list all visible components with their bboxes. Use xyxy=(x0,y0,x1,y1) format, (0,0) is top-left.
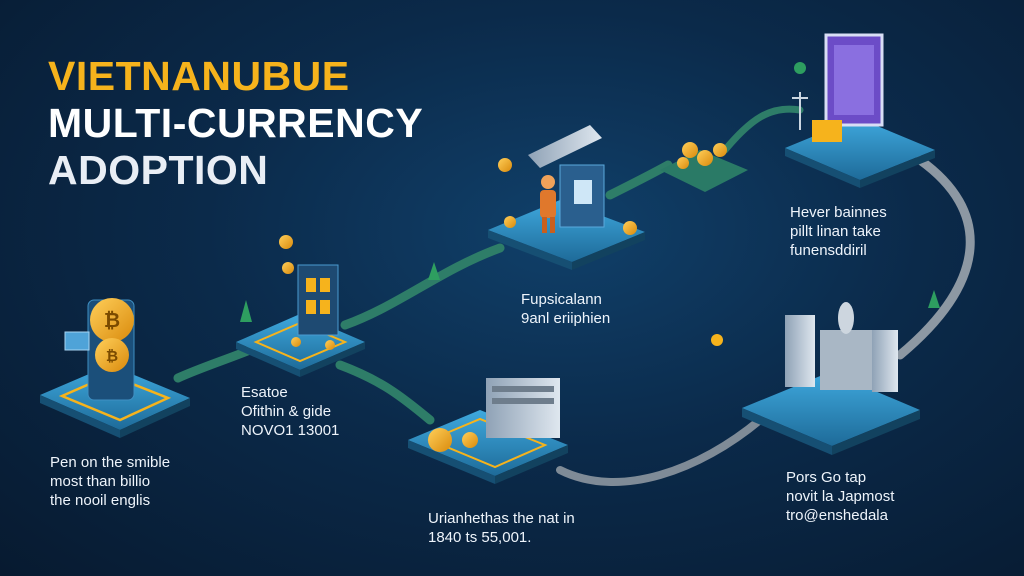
path-5-6 xyxy=(895,155,975,360)
caption-stage-2: Esatoe Ofithin & gide NOVO1 13001 xyxy=(241,383,339,440)
title-line-2: MULTI-CURRENCY xyxy=(48,100,424,146)
connection-paths xyxy=(173,105,975,486)
caption-line: novit la Japmost xyxy=(786,488,895,505)
stage-6-platform xyxy=(742,302,920,455)
stage-4-platform xyxy=(660,142,748,192)
caption-line: Fupsicalann xyxy=(521,291,602,308)
caption-line: Pen on the smible xyxy=(50,454,171,471)
caption-line: most than billio xyxy=(50,473,151,490)
path-4-5 xyxy=(721,105,804,154)
caption-line: 9anl eriiphien xyxy=(521,310,611,327)
path-1-2 xyxy=(173,345,255,383)
caption-line: Urianhethas the nat in xyxy=(428,510,575,527)
stage-3-platform xyxy=(488,125,645,270)
title-line-3: ADOPTION xyxy=(48,147,269,193)
person-icon xyxy=(540,175,556,233)
caption-line: NOVO1 13001 xyxy=(241,422,340,439)
path-2-low xyxy=(335,360,435,425)
antenna-icon xyxy=(792,92,808,130)
caption-line: Pors Go tap xyxy=(786,469,867,486)
stage-5-platform xyxy=(785,33,935,188)
caption-stage-low: Urianhethas the nat in 1840 ts 55,001. xyxy=(428,509,575,547)
title-line-1: VIETNANUBUE xyxy=(48,53,350,99)
caption-line: Esatoe xyxy=(241,384,288,401)
caption-line: pillt linan take xyxy=(790,223,881,240)
caption-line: Ofithin & gide xyxy=(241,403,332,420)
caption-line: funensddiril xyxy=(790,242,867,259)
caption-line: tro@enshedala xyxy=(786,507,888,524)
bitcoin-coin-icon: ₿ ₿ xyxy=(90,298,134,372)
spark-icon xyxy=(711,334,723,346)
stage-1-platform: ₿ ₿ xyxy=(40,298,190,438)
path-3-4 xyxy=(605,160,673,200)
svg-text:₿: ₿ xyxy=(106,347,118,365)
plant-icon xyxy=(240,262,940,322)
caption-stage-5: Hever bainnes pillt linan take funensddi… xyxy=(790,203,887,260)
svg-text:₿: ₿ xyxy=(104,308,120,332)
caption-stage-1: Pen on the smible most than billio the n… xyxy=(50,453,170,510)
caption-line: Hever bainnes xyxy=(790,204,887,221)
path-2-3 xyxy=(340,243,505,330)
path-low-right xyxy=(556,416,764,486)
caption-stage-6: Pors Go tap novit la Japmost tro@ensheda… xyxy=(786,468,894,525)
stage-low-platform xyxy=(408,378,568,484)
caption-line: 1840 ts 55,001. xyxy=(428,529,532,546)
monitor-icon xyxy=(824,33,884,127)
stage-2-platform xyxy=(236,235,365,377)
atm-kiosk-icon xyxy=(297,264,339,336)
server-rack-icon xyxy=(785,302,898,392)
caption-line: the nooil englis xyxy=(50,492,151,509)
caption-stage-3: Fupsicalann 9anl eriiphien xyxy=(521,290,610,328)
